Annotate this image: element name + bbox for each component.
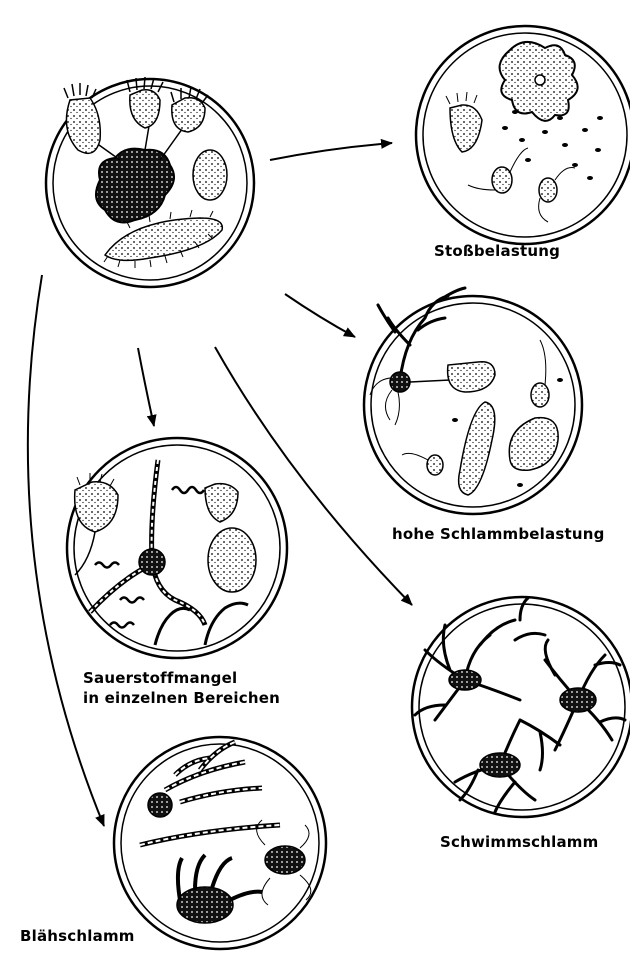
circle-sauerstoffmangel [67, 438, 287, 658]
label-sauerstoffmangel-line1: Sauerstoffmangel [83, 668, 280, 688]
circle-blaehschlamm [114, 737, 326, 949]
label-stossbelastung: Stoßbelastung [434, 241, 560, 261]
circle-schwimmschlamm [412, 597, 630, 817]
free-ciliate [193, 150, 227, 200]
circle-hohe-schlammbelastung [364, 288, 582, 514]
label-hohe-schlammbelastung: hohe Schlammbelastung [392, 524, 605, 544]
label-schwimmschlamm: Schwimmschlamm [440, 832, 598, 852]
arrow-to-sauerstoffmangel [138, 348, 154, 426]
label-sauerstoffmangel-line2: in einzelnen Bereichen [83, 688, 280, 708]
arrow-to-stossbelastung [270, 143, 392, 160]
circle-stossbelastung [416, 26, 630, 244]
arrow-to-hohe-schlammbelastung [285, 294, 355, 337]
label-sauerstoffmangel: Sauerstoffmangel in einzelnen Bereichen [83, 668, 280, 708]
circle-healthy-sludge [46, 77, 254, 287]
label-blaehschlamm: Blähschlamm [20, 926, 135, 946]
